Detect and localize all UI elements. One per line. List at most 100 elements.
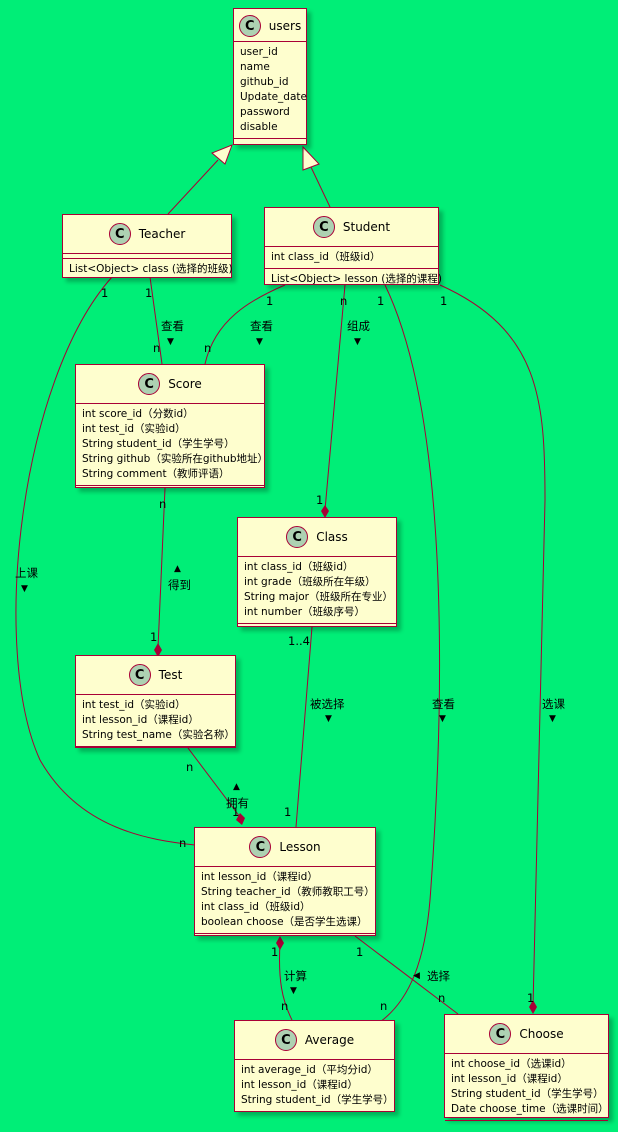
multiplicity: n (159, 497, 167, 511)
field: disable (240, 121, 278, 133)
class-icon: C (312, 216, 335, 238)
direction-arrow: ▲ (233, 782, 240, 792)
method: List<Object> lesson (选择的课程) (271, 273, 442, 285)
direction-arrow: ▼ (167, 337, 174, 347)
direction-arrow: ▼ (21, 584, 28, 594)
composition-diamond-choose (529, 1000, 537, 1014)
relation-label: 上课 (15, 566, 38, 580)
field: String teacher_id（教师教职工号） (201, 886, 375, 898)
field: github_id (240, 76, 289, 88)
field: name (240, 61, 270, 73)
multiplicity: n (186, 760, 194, 774)
field: int class_id（班级id） (201, 901, 311, 913)
field: int class_id（班级id） (244, 561, 354, 573)
edge-lesson-average (279, 942, 293, 1021)
field: String student_id（学生学号） (451, 1088, 604, 1100)
method: List<Object> class (选择的班级) (69, 263, 233, 275)
multiplicity: n (380, 999, 388, 1013)
edge-teacher-users (167, 159, 219, 215)
composition-diamond-lesson (236, 813, 245, 825)
relation-label: 选择 (427, 969, 450, 983)
class-icon: C (128, 664, 151, 686)
field: int lesson_id（课程id） (451, 1073, 568, 1085)
field: int score_id（分数id） (82, 408, 194, 420)
direction-arrow: ◀ (413, 971, 420, 981)
class-class[interactable]: C Class int class_id（班级id） int grade（班级所在… (237, 517, 397, 627)
multiplicity: 1 (101, 286, 109, 300)
edge-student-choose (439, 284, 546, 1008)
edge-student-average (379, 284, 440, 1023)
multiplicity: n (153, 341, 161, 355)
field: String major（班级所在专业） (244, 591, 393, 603)
field: int number（班级序号） (244, 606, 366, 618)
field: user_id (240, 46, 278, 58)
direction-arrow: ▼ (325, 714, 332, 724)
relation-label: 得到 (168, 578, 191, 592)
relation-label: 被选择 (310, 697, 345, 711)
class-name: Average (304, 1033, 355, 1047)
multiplicity: n (204, 341, 212, 355)
multiplicity: 1 (271, 945, 279, 959)
class-name: Choose (519, 1027, 564, 1041)
methods (445, 1120, 608, 1125)
class-icon: C (249, 836, 272, 858)
relation-label: 组成 (347, 319, 370, 333)
class-lesson[interactable]: C Lesson int lesson_id（课程id） String teach… (194, 827, 376, 936)
class-student[interactable]: C Student int class_id（班级id） List<Object>… (264, 207, 442, 285)
edge-class-lesson (295, 626, 313, 828)
relation-label: 查看 (250, 319, 273, 333)
multiplicity: n (281, 999, 289, 1013)
field: String student_id（学生学号） (82, 438, 235, 450)
field: password (240, 106, 290, 118)
multiplicity: 1 (440, 294, 448, 308)
multiplicity: 1..4 (288, 634, 310, 648)
field: int lesson_id（课程id） (82, 714, 199, 726)
direction-arrow: ▼ (256, 337, 263, 347)
direction-arrow: ▼ (354, 337, 361, 347)
fields: int class_id（班级id） int grade（班级所在年级） Str… (238, 556, 396, 623)
composition-diamond-class (321, 505, 329, 518)
class-name: users (268, 19, 302, 33)
field: int test_id（实验id） (82, 423, 186, 435)
fields (63, 253, 231, 258)
edge-test-lesson (187, 747, 241, 818)
direction-arrow: ▼ (290, 986, 297, 996)
edge-teacher-lesson (15, 276, 196, 846)
multiplicity: 1 (284, 805, 292, 819)
field: int lesson_id（课程id） (201, 871, 318, 883)
methods (234, 138, 306, 151)
fields: int choose_id（选课id） int lesson_id（课程id） … (445, 1053, 609, 1120)
multiplicity: n (179, 836, 187, 850)
class-average[interactable]: C Average int average_id（平均分id） int lesso… (234, 1020, 395, 1112)
class-icon: C (274, 1029, 297, 1051)
edge-teacher-score (149, 276, 163, 365)
methods: List<Object> class (选择的班级) (63, 258, 233, 280)
fields: int lesson_id（课程id） String teacher_id（教师… (195, 866, 375, 933)
class-test[interactable]: C Test int test_id（实验id） int lesson_id（课程… (75, 655, 236, 748)
fields: user_id name github_id Update_date passw… (234, 41, 307, 138)
field: int lesson_id（课程id） (241, 1079, 358, 1091)
class-icon: C (286, 526, 309, 548)
class-name: Lesson (279, 840, 321, 854)
multiplicity: 1 (377, 294, 385, 308)
field: boolean choose（是否学生选课） (201, 916, 368, 928)
field: String student_id（学生学号） (241, 1094, 394, 1106)
class-name: Class (316, 530, 348, 544)
methods (238, 623, 396, 628)
relation-label: 计算 (284, 969, 307, 983)
field: String github（实验所在github地址） (82, 453, 269, 465)
class-name: Test (158, 668, 183, 682)
field: String comment（教师评语） (82, 468, 230, 480)
field: Update_date (240, 91, 307, 103)
field: int choose_id（选课id） (451, 1058, 572, 1070)
fields: int test_id（实验id） int lesson_id（课程id） St… (76, 694, 235, 746)
class-name: Student (342, 220, 391, 234)
multiplicity: 1 (527, 991, 535, 1005)
direction-arrow: ▼ (549, 714, 556, 724)
field: int class_id（班级id） (271, 251, 381, 263)
fields: int average_id（平均分id） int lesson_id（课程id… (235, 1059, 394, 1111)
